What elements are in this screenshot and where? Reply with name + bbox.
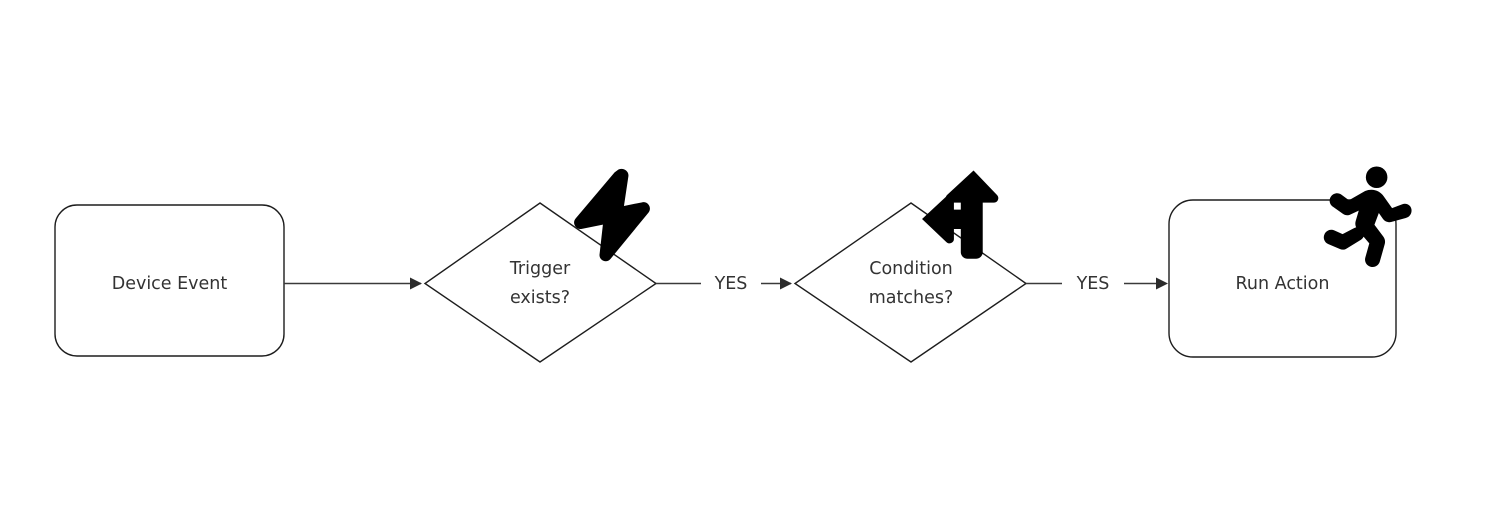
condition-matches-label-line1: Condition [869,259,953,279]
edge-trigger-to-condition-arrowhead [780,277,792,290]
node-device-event[interactable]: Device Event [54,204,285,357]
node-condition-matches[interactable]: Condition matches? [793,202,1028,363]
trigger-exists-shape[interactable] [423,202,658,363]
fork-arrow-icon [922,170,999,259]
node-trigger-exists[interactable]: Trigger exists? [423,202,658,363]
running-person-body [1329,189,1412,268]
edge-event-to-trigger [284,277,422,290]
condition-matches-label-line2: matches? [869,288,954,308]
lightning-bolt-icon [574,168,650,262]
trigger-exists-label-line1: Trigger [509,259,571,279]
run-action-label: Run Action [1236,274,1330,294]
running-person-icon [1323,166,1412,268]
trigger-exists-label-line2: exists? [510,288,570,308]
edge-trigger-to-condition-label: YES [714,274,748,294]
edge-condition-to-action-label: YES [1076,274,1110,294]
device-event-label: Device Event [112,274,228,294]
fork-arrow-left-branch [922,195,978,244]
lightning-bolt-glyph [574,168,650,262]
edge-event-to-trigger-arrowhead [410,277,422,290]
running-person-head [1365,166,1388,189]
edge-trigger-to-condition: YES [656,274,792,294]
edge-condition-to-action-arrowhead [1156,277,1168,290]
running-person-back-leg [1323,227,1365,250]
edge-condition-to-action: YES [1026,274,1168,294]
condition-matches-shape[interactable] [793,202,1028,363]
device-event-shape[interactable] [54,204,285,357]
